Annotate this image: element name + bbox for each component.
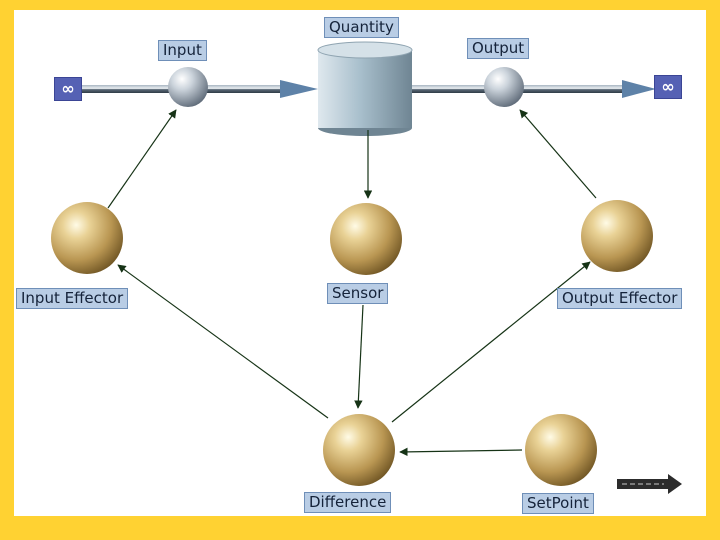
connector-input-effector-input: [107, 109, 177, 209]
setpoint-sphere[interactable]: [525, 414, 597, 486]
outflow-pipe: [412, 80, 656, 98]
connector-difference-output-effector: [391, 261, 591, 423]
connector-output-effector-output: [519, 109, 597, 199]
input-valve[interactable]: [168, 67, 208, 107]
input-effector-sphere[interactable]: [51, 202, 123, 274]
output-valve[interactable]: [484, 67, 524, 107]
connector-difference-input-effector: [117, 264, 329, 419]
connector-setpoint-difference: [399, 447, 523, 457]
sensor-sphere[interactable]: [330, 203, 402, 275]
sensor-label: Sensor: [327, 283, 389, 304]
input-effector-label: Input Effector: [16, 288, 129, 309]
output-effector-label: Output Effector: [557, 288, 683, 309]
output-label: Output: [467, 38, 530, 59]
source-infinity-icon[interactable]: ∞: [54, 77, 82, 101]
connectors: [107, 109, 597, 457]
quantity-stock[interactable]: [317, 41, 413, 136]
setpoint-label: SetPoint: [522, 493, 594, 514]
connector-sensor-difference: [354, 304, 364, 409]
sink-infinity-icon[interactable]: ∞: [654, 75, 682, 99]
quantity-label: Quantity: [324, 17, 399, 38]
input-label: Input: [158, 40, 207, 61]
output-effector-sphere[interactable]: [581, 200, 653, 272]
difference-label: Difference: [304, 492, 392, 513]
difference-sphere[interactable]: [323, 414, 395, 486]
forward-arrow-icon: [617, 474, 682, 494]
